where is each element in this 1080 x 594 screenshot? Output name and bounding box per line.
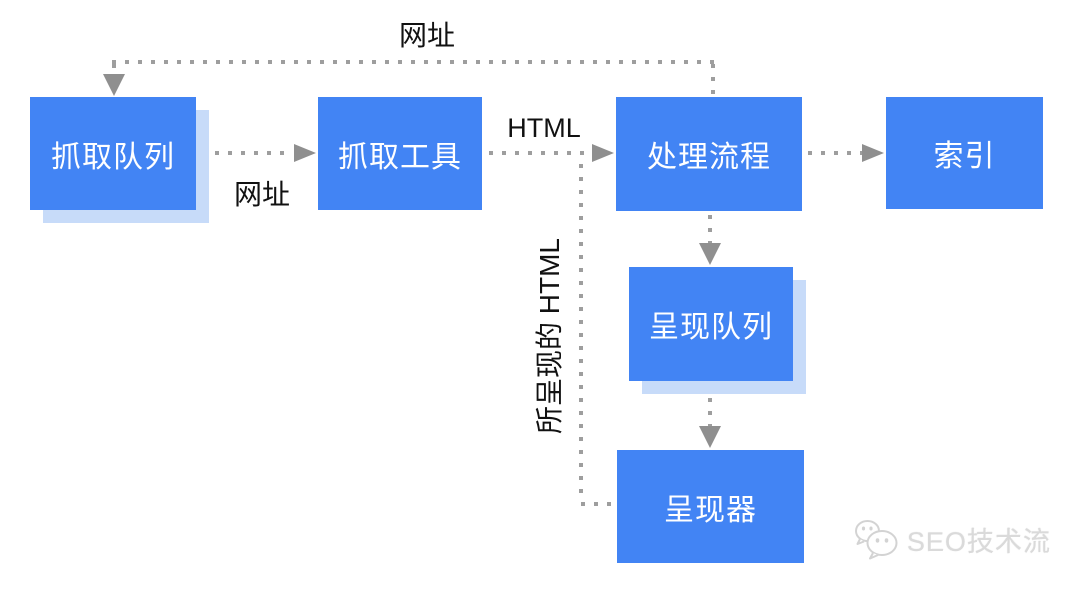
arrowhead-into-index [862,144,884,162]
node-render-queue: 呈现队列 [629,267,793,381]
connector-crawl-queue-top-drop [112,64,116,74]
edge-label-rendered-html: 所呈现的 HTML [534,238,565,435]
connector-processing-to-render-queue [708,215,712,245]
node-processing: 处理流程 [616,97,802,211]
connector-crawler-to-processing [489,151,592,155]
arrowhead-into-render-queue [699,243,721,265]
connector-crawl-queue-to-crawler [202,151,292,155]
connector-processing-top-riser [711,64,715,96]
watermark-text: SEO技术流 [907,526,1052,557]
arrowhead-into-crawl-queue [103,74,125,96]
node-index: 索引 [886,97,1043,209]
watermark: SEO技术流 [854,518,1051,560]
node-renderer: 呈现器 [617,450,804,563]
arrowhead-into-processing [592,144,614,162]
node-index-label: 索引 [933,140,996,173]
edge-label-html: HTML [507,113,581,143]
edge-label-url-top: 网址 [398,20,455,51]
connector-processing-to-index [808,151,862,155]
node-processing-label: 处理流程 [647,141,771,174]
connector-processing-to-crawl-queue-top [112,60,716,64]
arrowhead-into-crawler [294,144,316,162]
node-crawler-label: 抓取工具 [338,140,462,174]
connector-rendered-html-riser [579,164,583,502]
node-renderer-label: 呈现器 [664,493,757,527]
wechat-icon [855,520,898,560]
connector-render-queue-to-renderer [708,385,712,427]
node-crawl-queue-label: 抓取队列 [51,140,175,174]
arrowhead-into-renderer [699,426,721,448]
node-render-queue-label: 呈现队列 [649,311,773,344]
connector-renderer-out [581,502,615,506]
node-crawler: 抓取工具 [318,97,482,210]
edge-label-url-mid: 网址 [233,179,290,210]
node-crawl-queue: 抓取队列 [30,97,196,210]
